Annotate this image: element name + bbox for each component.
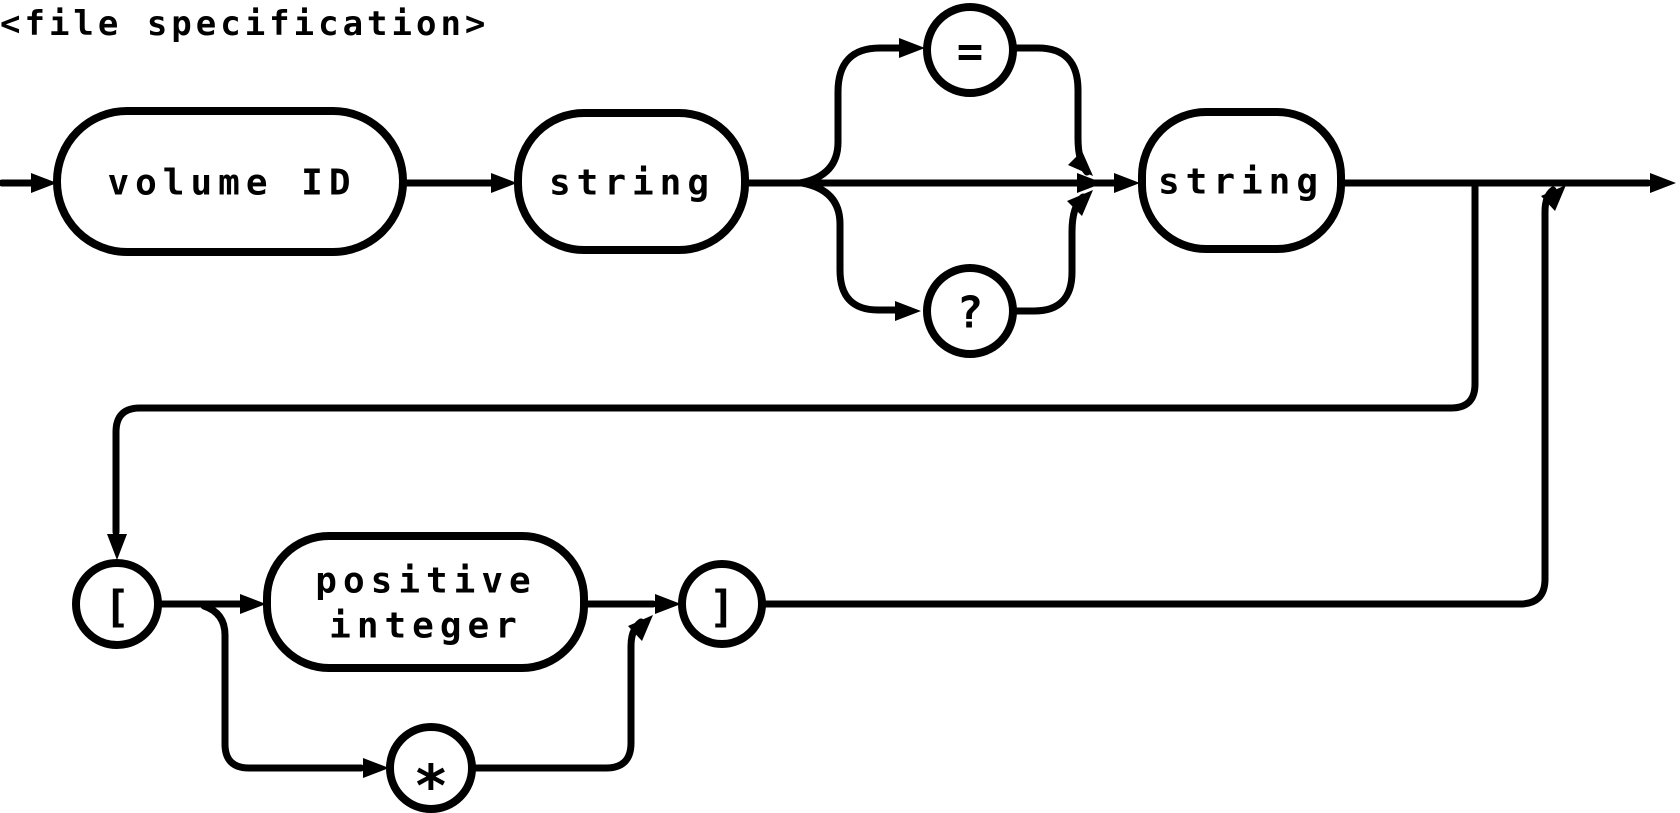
string-2-label: string xyxy=(1158,162,1324,203)
node-open-bracket: [ xyxy=(72,559,162,649)
arrowhead-into-question xyxy=(895,301,921,321)
positive-integer-label-line2: integer xyxy=(329,606,523,647)
arrowhead-main-merge xyxy=(1077,173,1103,193)
arrowhead-equals-merge xyxy=(1068,151,1093,176)
rail-equals-return xyxy=(1010,44,1091,176)
arrowhead-into-string1 xyxy=(491,173,517,193)
question-circle xyxy=(923,264,1017,358)
rail-down-to-question xyxy=(798,179,901,314)
node-volume-id: volume ID xyxy=(53,107,407,256)
volume-id-stadium xyxy=(53,107,407,256)
arrowhead-return-merge xyxy=(1541,185,1566,211)
equals-circle xyxy=(923,3,1017,97)
diagram-title: <file specification> xyxy=(0,4,490,44)
positive-integer-stadium xyxy=(263,532,588,672)
arrowhead-into-posint xyxy=(240,594,266,614)
close-bracket-circle xyxy=(678,560,766,648)
string-2-stadium xyxy=(1138,108,1345,253)
string-1-label: string xyxy=(549,163,715,204)
rail-return-to-exit xyxy=(759,186,1557,608)
node-close-bracket: ] xyxy=(678,560,766,648)
close-bracket-label: ] xyxy=(709,582,736,633)
arrowhead-into-equals xyxy=(899,38,925,58)
rail-down-to-star xyxy=(200,602,365,772)
node-asterisk: * xyxy=(386,723,476,813)
node-positive-integer: positive integer xyxy=(263,532,588,672)
node-equals: = xyxy=(923,3,1017,97)
arrowheads xyxy=(31,38,1676,778)
open-bracket-label: [ xyxy=(104,582,131,633)
volume-id-label: volume ID xyxy=(107,163,356,204)
question-label: ? xyxy=(957,288,984,339)
arrowhead-question-merge xyxy=(1067,190,1093,216)
rail-question-return xyxy=(1010,193,1087,315)
node-question-mark: ? xyxy=(923,264,1017,358)
equals-label: = xyxy=(957,27,984,78)
rail-up-to-equals xyxy=(796,44,905,187)
arrowhead-into-closebracket xyxy=(655,594,681,614)
node-string-2: string xyxy=(1138,108,1345,253)
asterisk-label: * xyxy=(414,752,449,813)
arrowhead-into-star xyxy=(363,758,389,778)
rail-lines xyxy=(0,44,1652,772)
rail-drop-to-bracket xyxy=(112,183,1479,536)
string-1-stadium xyxy=(514,109,749,254)
positive-integer-label-line1: positive xyxy=(315,561,536,602)
asterisk-circle xyxy=(386,723,476,813)
arrowhead-exit xyxy=(1650,173,1676,193)
open-bracket-circle xyxy=(72,559,162,649)
arrowhead-into-openbracket xyxy=(107,534,127,560)
arrowhead-entry xyxy=(31,173,57,193)
arrowhead-into-string2 xyxy=(1114,173,1140,193)
arrowhead-star-merge xyxy=(628,615,653,641)
node-string-1: string xyxy=(514,109,749,254)
